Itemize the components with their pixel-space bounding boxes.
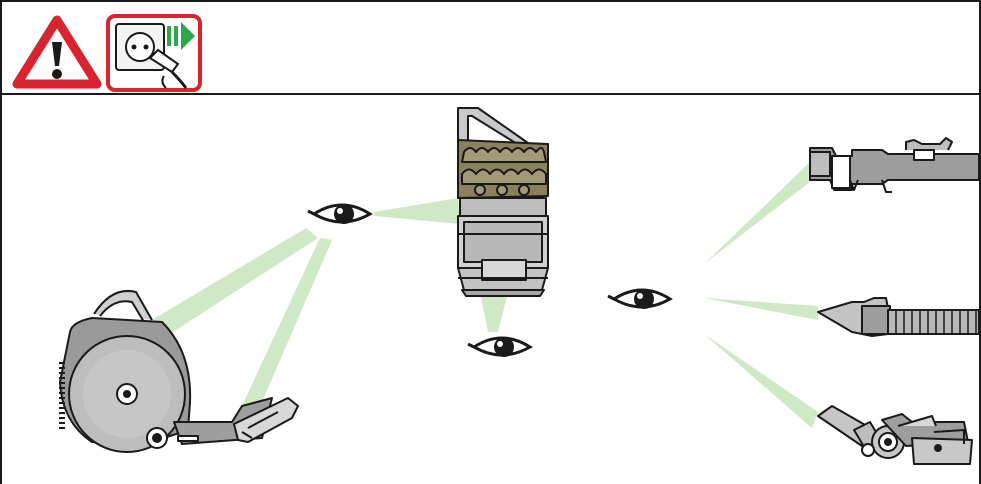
sight-beam-to-cyclone-side (374, 198, 460, 224)
sight-beams (152, 162, 818, 428)
safety-header (2, 2, 979, 95)
sight-beam-to-hose (704, 298, 818, 320)
sight-beam-to-wand (704, 162, 810, 264)
sight-beam-to-floor-head (704, 334, 818, 428)
warning-triangle-icon (12, 15, 102, 89)
sight-beam-to-main-body (152, 228, 318, 334)
main-body-illustration (59, 290, 299, 453)
sight-beam-to-cleaner-head (240, 238, 332, 410)
unplug-power-plug-icon (106, 14, 202, 92)
cyclone-bin-illustration (457, 107, 549, 297)
sight-beam-to-cyclone-bottom (480, 292, 508, 332)
eye-icon (467, 336, 533, 357)
floor-head-illustration (817, 405, 973, 465)
hose-illustration (817, 297, 979, 337)
eye-icon (307, 203, 373, 224)
eye-icon (607, 288, 673, 309)
wand-illustration (809, 137, 979, 193)
unplug-arrow-icon (167, 22, 195, 50)
